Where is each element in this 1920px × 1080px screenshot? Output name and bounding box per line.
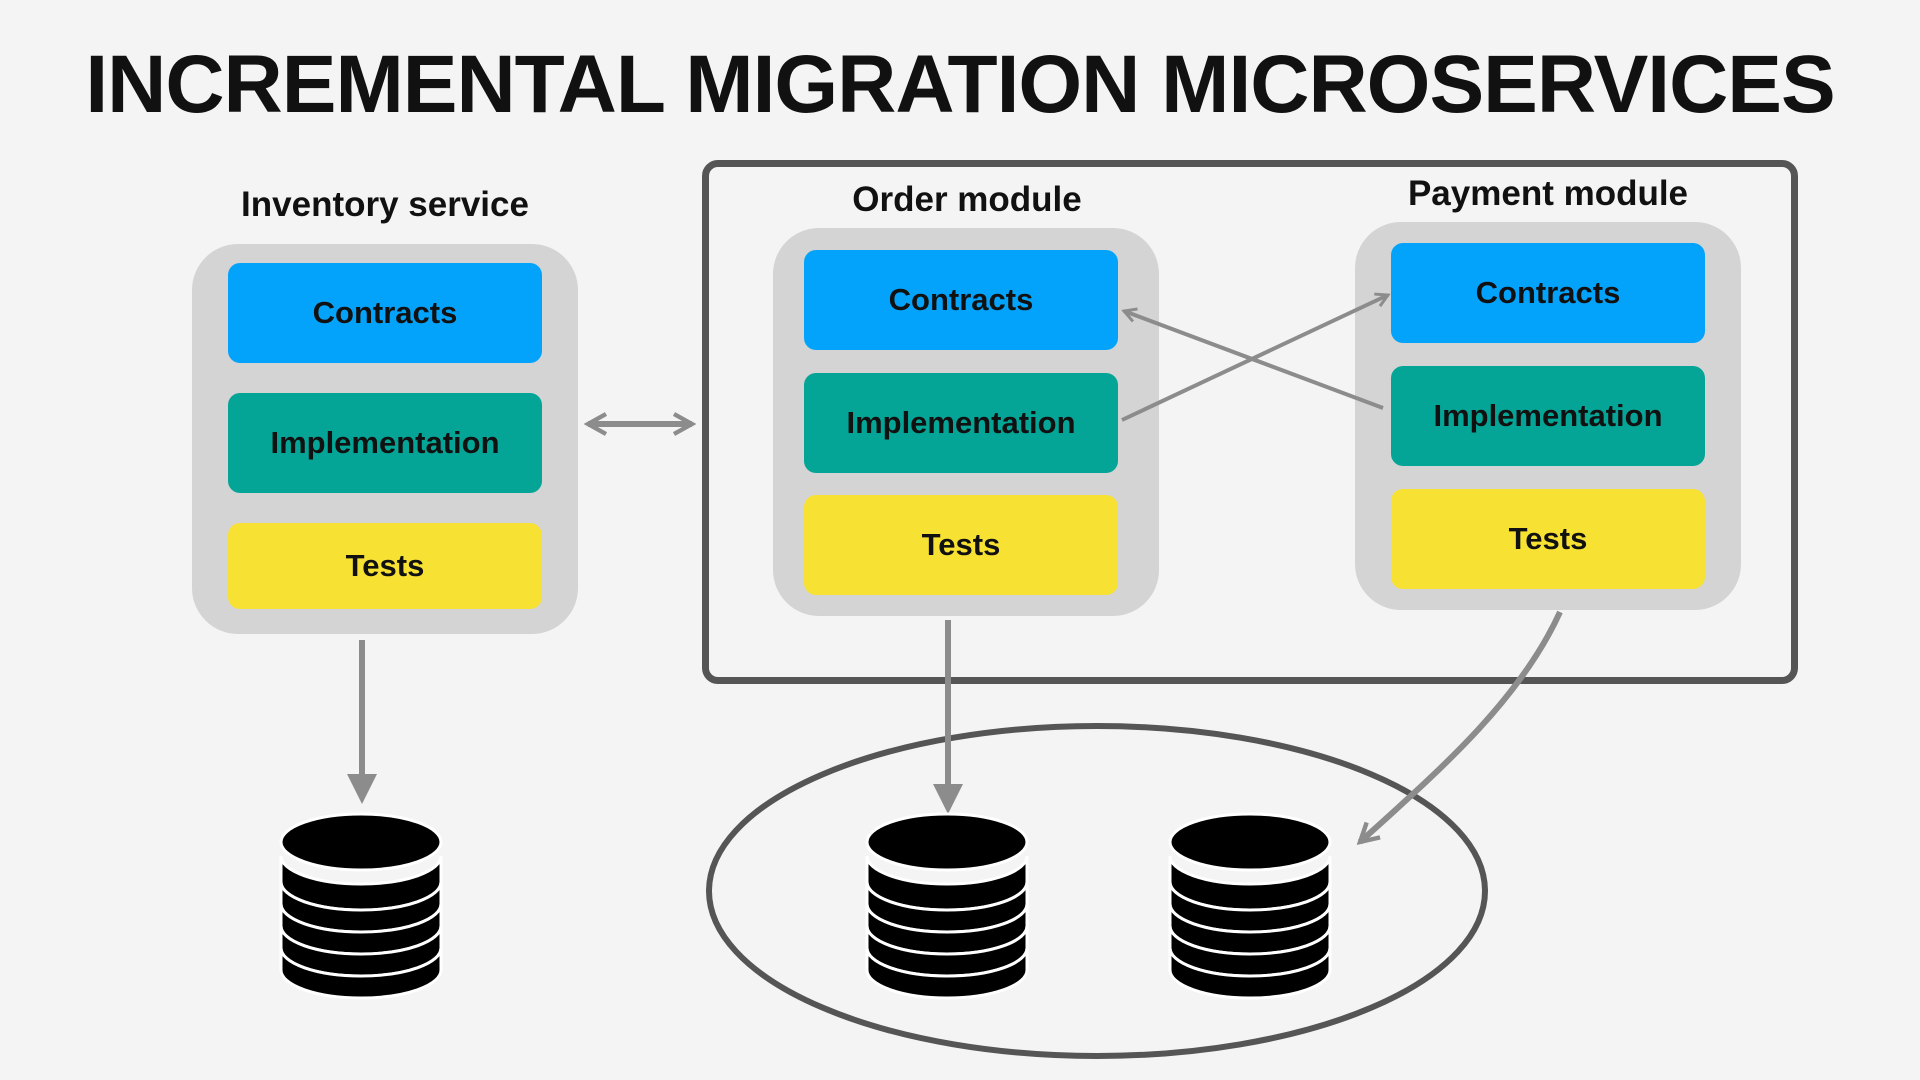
payment-implementation-layer: Implementation (1391, 366, 1705, 466)
database-icon (1168, 812, 1332, 1000)
inventory-tests-layer: Tests (228, 523, 542, 609)
inventory-implementation-layer: Implementation (228, 393, 542, 493)
order-contracts-layer: Contracts (804, 250, 1118, 350)
inventory-contracts-layer: Contracts (228, 263, 542, 363)
order-module-panel: Contracts Implementation Tests (773, 228, 1159, 616)
payment-db-arrow (1360, 610, 1563, 842)
inventory-service-label: Inventory service (241, 185, 529, 224)
database-icon (865, 812, 1029, 1000)
page-title: INCREMENTAL MIGRATION MICROSERVICES (85, 39, 1835, 130)
order-to-payment-contracts-arrow (1121, 295, 1388, 422)
database-icon (279, 812, 443, 1000)
payment-module-label: Payment module (1407, 174, 1689, 213)
order-tests-layer: Tests (804, 495, 1118, 595)
inventory-service-panel: Contracts Implementation Tests (192, 244, 578, 634)
monolith-frame (702, 160, 1798, 684)
payment-module-panel: Contracts Implementation Tests (1355, 222, 1741, 610)
payment-tests-layer: Tests (1391, 489, 1705, 589)
order-module-label: Order module (852, 180, 1082, 219)
shared-database-boundary (706, 723, 1488, 1059)
order-implementation-layer: Implementation (804, 373, 1118, 473)
payment-contracts-layer: Contracts (1391, 243, 1705, 343)
